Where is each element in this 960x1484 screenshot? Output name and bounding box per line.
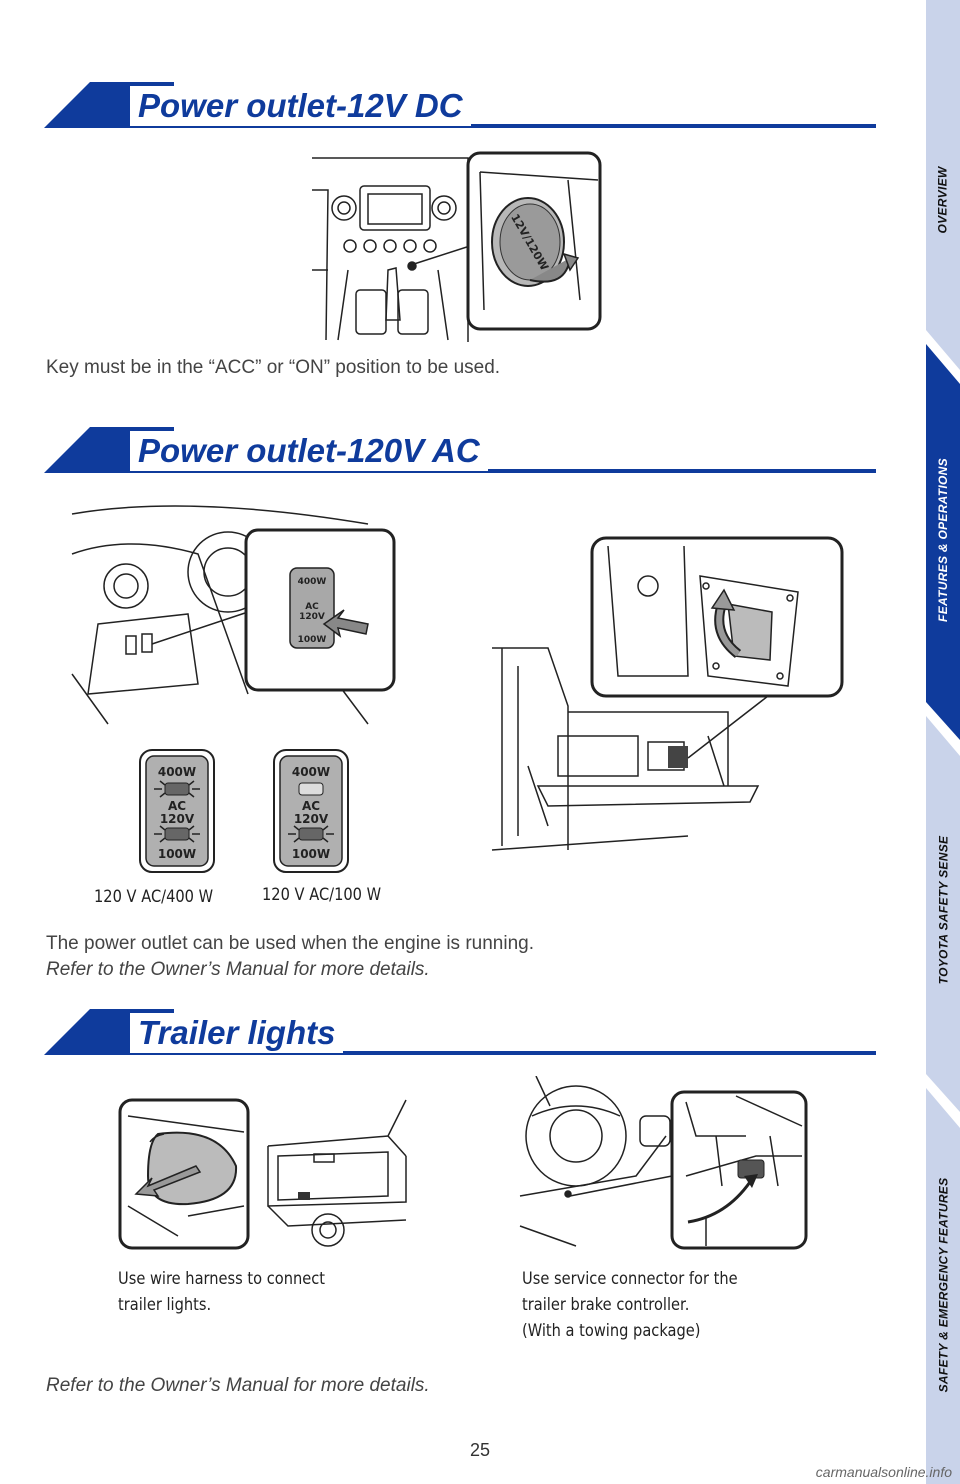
switch-400w-indicator: 400W AC 120V 100W bbox=[139, 749, 215, 873]
sidebar-tab-label: FEATURES & OPERATIONS bbox=[936, 458, 950, 622]
sidebar-tab-label: SAFETY & EMERGENCY FEATURES bbox=[936, 1177, 951, 1393]
svg-text:400W: 400W bbox=[158, 765, 196, 779]
section-title: Power outlet-120V AC bbox=[130, 431, 488, 471]
caption-400w: 120 V AC/400 W bbox=[94, 887, 214, 907]
svg-text:AC: AC bbox=[305, 602, 319, 612]
caption-connector-line3: (With a towing package) bbox=[522, 1321, 701, 1341]
svg-text:120V: 120V bbox=[299, 612, 325, 622]
sidebar-tab-safety-emergency[interactable]: SAFETY & EMERGENCY FEATURES bbox=[926, 1150, 960, 1420]
switch-100w-label: 100W bbox=[298, 635, 327, 645]
ac-note: The power outlet can be used when the en… bbox=[46, 933, 534, 954]
dc-note: Key must be in the “ACC” or “ON” positio… bbox=[46, 357, 501, 378]
svg-text:120V: 120V bbox=[294, 812, 329, 826]
header-rule bbox=[124, 469, 876, 473]
section-title: Trailer lights bbox=[130, 1013, 344, 1053]
section-sidebar: OVERVIEW FEATURES & OPERATIONS TOYOTA SA… bbox=[926, 0, 960, 1484]
page-number: 25 bbox=[469, 1440, 491, 1460]
switch-400w-label: 400W bbox=[298, 577, 327, 587]
svg-text:100W: 100W bbox=[292, 847, 330, 861]
svg-text:120V: 120V bbox=[160, 812, 195, 826]
trailer-brake-connector-illustration bbox=[519, 1076, 808, 1250]
header-rule bbox=[124, 124, 876, 128]
caption-connector-line1: Use service connector for the bbox=[522, 1269, 738, 1289]
svg-text:AC: AC bbox=[168, 799, 186, 813]
switch-100w-indicator: 400W AC 120V 100W bbox=[273, 749, 349, 873]
sidebar-tab-features[interactable]: FEATURES & OPERATIONS bbox=[926, 420, 960, 660]
caption-harness-line1: Use wire harness to connect bbox=[118, 1269, 326, 1289]
trailer-harness-illustration bbox=[118, 1098, 407, 1250]
sidebar-tab-shapes bbox=[926, 0, 960, 1484]
header-rule bbox=[124, 1051, 876, 1055]
caption-connector-line2: trailer brake controller. bbox=[522, 1295, 690, 1315]
trailer-manual-ref: Refer to the Owner’s Manual for more det… bbox=[46, 1375, 430, 1396]
caption-100w: 120 V AC/100 W bbox=[262, 885, 382, 905]
section-header-trailer-lights: Trailer lights bbox=[44, 1009, 876, 1059]
ac-dash-switch-illustration: 400W AC 120V 100W bbox=[71, 505, 396, 725]
sidebar-tab-label: OVERVIEW bbox=[936, 166, 951, 234]
sidebar-tab-safety-sense[interactable]: TOYOTA SAFETY SENSE bbox=[926, 810, 960, 1010]
ac-manual-ref: Refer to the Owner’s Manual for more det… bbox=[46, 959, 430, 980]
svg-text:100W: 100W bbox=[158, 847, 196, 861]
caption-harness-line2: trailer lights. bbox=[118, 1295, 212, 1315]
section-header-120v-ac: Power outlet-120V AC bbox=[44, 427, 876, 477]
ac-bed-outlet-illustration bbox=[491, 536, 844, 851]
watermark: carmanualsonline.info bbox=[815, 1464, 952, 1480]
sidebar-tab-overview[interactable]: OVERVIEW bbox=[926, 130, 960, 270]
section-header-12v-dc: Power outlet-12V DC bbox=[44, 82, 876, 132]
svg-text:AC: AC bbox=[302, 799, 320, 813]
section-title: Power outlet-12V DC bbox=[130, 86, 471, 126]
sidebar-tab-label: TOYOTA SAFETY SENSE bbox=[936, 835, 950, 985]
dc-outlet-illustration: 12V/120W bbox=[312, 151, 602, 342]
svg-text:400W: 400W bbox=[292, 765, 330, 779]
